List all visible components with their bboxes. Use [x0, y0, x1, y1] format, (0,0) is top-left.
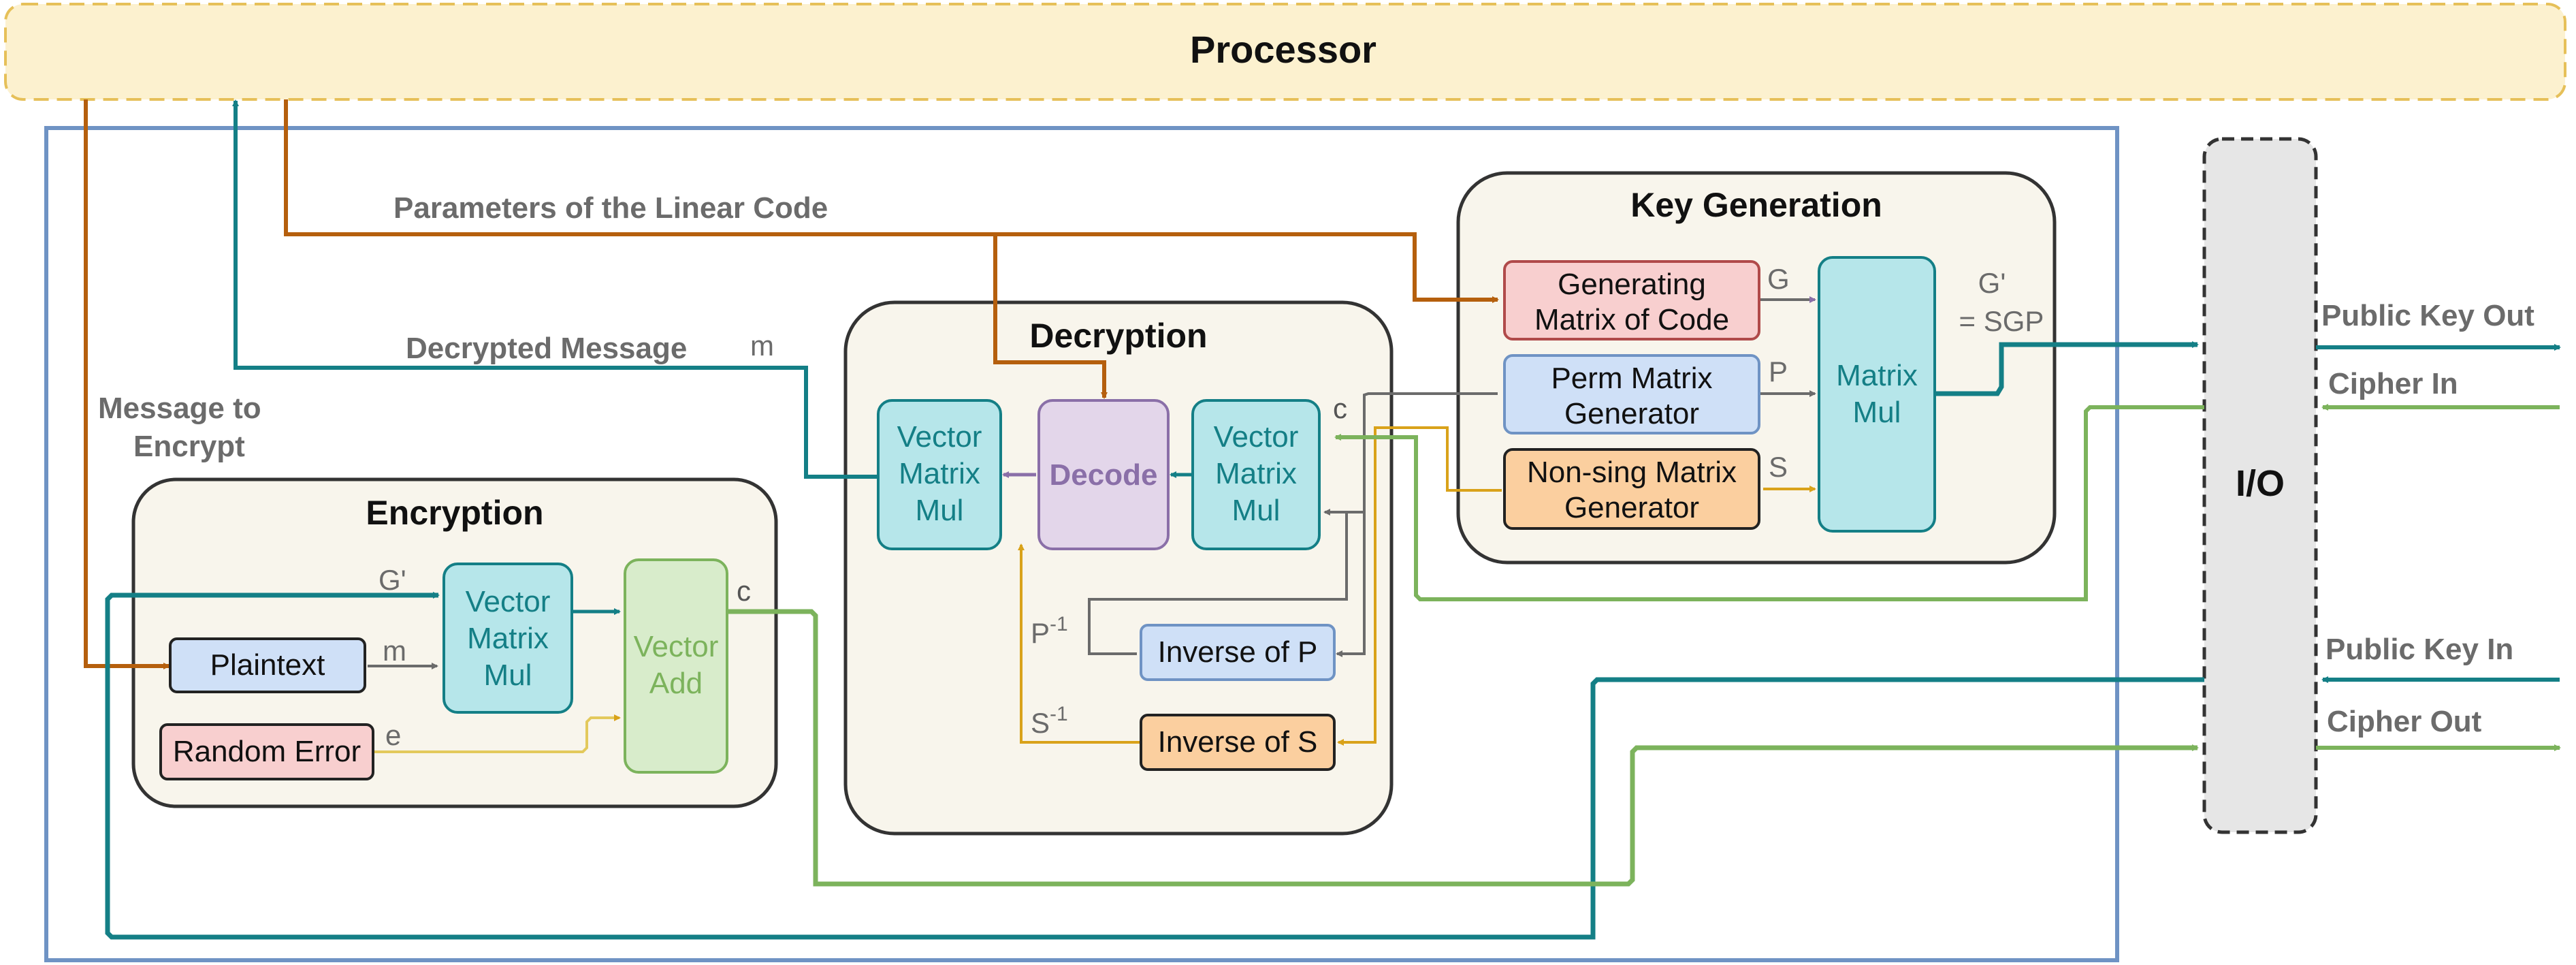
dec-s-inv-label: S-1 [1031, 703, 1068, 739]
random-error-label: Random Error [173, 735, 361, 768]
inverse-p-box [1140, 624, 1336, 681]
decode-label: Decode [1050, 458, 1158, 492]
wire-decrypted-to-processor [232, 99, 878, 479]
enc-vadd-line1: Vector [634, 630, 719, 663]
system-frame [44, 126, 2119, 962]
perm-matrix-line2: Generator [1564, 397, 1699, 430]
io-box [2202, 137, 2318, 834]
enc-e-label: e [385, 719, 401, 751]
wire-s-to-invs [1337, 426, 1502, 746]
enc-vmm-line1: Vector [466, 585, 551, 618]
random-error-box [159, 723, 374, 780]
encryption-title: Encryption [366, 494, 543, 532]
nonsing-matrix-box [1503, 448, 1760, 530]
decryption-title: Decryption [1029, 317, 1207, 355]
kg-s-label: S [1769, 451, 1788, 483]
kg-gprime-line1: G' [1978, 267, 2006, 299]
enc-m-label: m [383, 635, 406, 667]
label-public-key-out: Public Key Out [2321, 299, 2534, 332]
label-params: Parameters of the Linear Code [393, 191, 828, 225]
kg-g-label: G [1767, 263, 1790, 295]
enc-gprime-label: G' [379, 564, 406, 596]
plaintext-box [169, 637, 366, 693]
dec-vmm-right-line2: Matrix [1215, 457, 1297, 490]
nonsing-matrix-line2: Generator [1564, 491, 1699, 524]
wire-params-to-decode [993, 234, 1108, 399]
enc-vmm-box [442, 563, 573, 714]
label-msg-line2: Encrypt [133, 430, 245, 463]
dec-vmm-left-box [877, 399, 1002, 550]
label-decrypted: Decrypted Message [406, 332, 687, 365]
dec-vmm-right-line1: Vector [1214, 420, 1299, 454]
dec-vmm-left-line1: Vector [897, 420, 982, 454]
gen-matrix-box [1503, 260, 1760, 341]
gen-matrix-line2: Matrix of Code [1534, 303, 1729, 336]
dec-vmm-right-line3: Mul [1232, 494, 1281, 527]
wire-p-to-invp [1336, 484, 1366, 657]
wire-matrixmul-to-io [1935, 341, 2199, 396]
enc-vmm-line2: Matrix [467, 622, 549, 655]
label-cipher-out: Cipher Out [2327, 705, 2482, 738]
enc-vadd-line2: Add [649, 667, 703, 700]
inverse-s-box [1140, 714, 1336, 771]
wire-params-to-genmatrix [284, 99, 1499, 303]
wire-encryption-to-cipher-out [727, 609, 2199, 887]
perm-matrix-line1: Perm Matrix [1551, 362, 1712, 395]
inverse-s-label: Inverse of S [1158, 725, 1318, 759]
wire-processor-to-plaintext [84, 99, 170, 669]
keygen-title: Key Generation [1630, 186, 1882, 224]
dec-vmm-left-line2: Matrix [899, 457, 980, 490]
wire-error-to-vadd [374, 714, 621, 753]
nonsing-matrix-line1: Non-sing Matrix [1527, 456, 1737, 489]
matrix-mul-box [1818, 256, 1936, 533]
wire-cipher-to-decryption [1334, 405, 2204, 601]
matrix-mul-line1: Matrix [1836, 359, 1918, 392]
decode-box [1037, 399, 1170, 550]
wire-pubkey-to-encryption [105, 592, 2204, 940]
gen-matrix-line1: Generating [1558, 268, 1706, 301]
wire-invp-to-vmm [1088, 509, 1348, 655]
wire-invs-to-vmm-left [1018, 543, 1141, 744]
kg-p-label: P [1769, 355, 1788, 387]
inverse-p-label: Inverse of P [1158, 635, 1318, 669]
dec-vmm-left-line3: Mul [916, 494, 964, 527]
plaintext-label: Plaintext [210, 648, 325, 682]
label-public-key-in: Public Key In [2325, 633, 2513, 666]
kg-gprime-line2: = SGP [1959, 305, 2044, 337]
io-label: I/O [2236, 463, 2285, 504]
label-cipher-in: Cipher In [2328, 367, 2458, 400]
label-msg-line1: Message to [98, 392, 261, 425]
perm-matrix-box [1503, 354, 1760, 434]
dec-vmm-right-box [1191, 399, 1321, 550]
processor-box [4, 3, 2566, 101]
matrix-mul-line2: Mul [1853, 396, 1901, 429]
dec-c-label: c [1333, 392, 1347, 424]
enc-c-label: c [737, 575, 751, 607]
enc-vadd-box [624, 558, 728, 774]
label-m-top: m [750, 330, 774, 362]
enc-vmm-line3: Mul [484, 659, 532, 692]
dec-p-inv-label: P-1 [1031, 613, 1068, 649]
processor-label: Processor [1190, 28, 1376, 71]
